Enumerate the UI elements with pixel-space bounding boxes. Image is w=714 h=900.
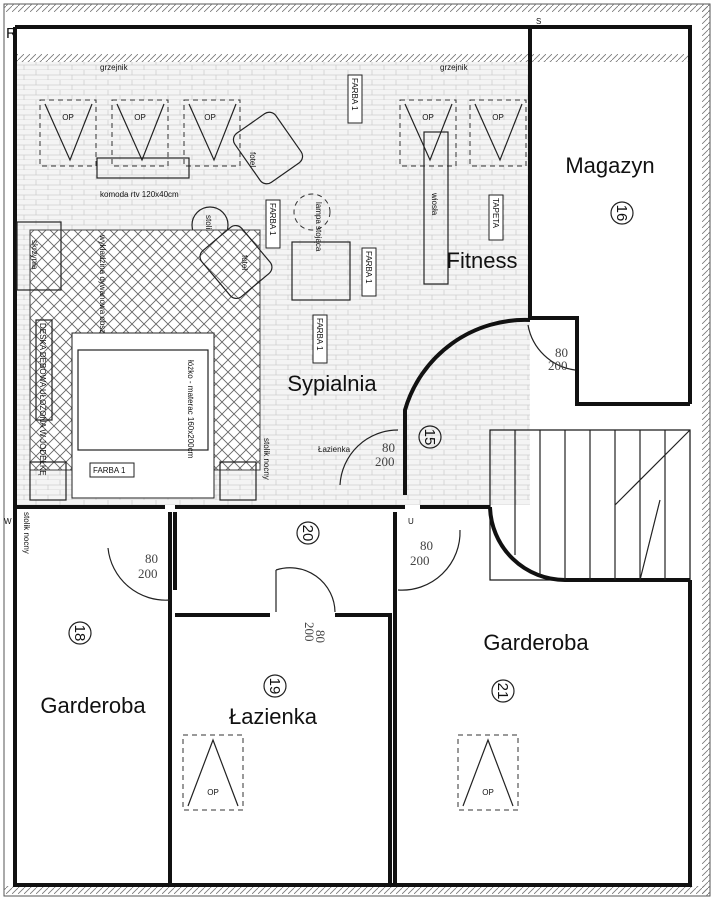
plan-label: stolik xyxy=(204,215,213,234)
window-7: OP xyxy=(457,734,519,811)
plan-label: lampa stojąca xyxy=(314,202,323,252)
plan-label: wiosła xyxy=(430,192,439,216)
room-number-15: 15 xyxy=(421,429,438,446)
window-5: OP xyxy=(469,99,527,167)
floor-lamp xyxy=(293,193,331,231)
plan-label: OP xyxy=(62,113,74,122)
plan-label: 200 xyxy=(548,358,568,373)
window-2: OP xyxy=(111,99,169,167)
tv-unit-label: komoda rtv 120x40cm xyxy=(100,190,179,199)
magazyn-walls xyxy=(528,27,690,406)
radiator-label-2: grzejnik xyxy=(440,63,469,72)
room-number-21: 21 xyxy=(494,683,511,700)
axis-s: S xyxy=(536,17,541,26)
room-name-lazienka: Łazienka xyxy=(229,704,318,729)
plan-label: 80 xyxy=(382,440,395,455)
plan-label: 200 xyxy=(302,622,317,642)
plan-label: 80 xyxy=(420,538,433,553)
stair-curved-wall xyxy=(488,506,690,582)
tv-unit xyxy=(96,157,190,179)
plan-label: 80 xyxy=(145,551,158,566)
roof-hatch-top xyxy=(4,4,710,12)
radiator-label-1: grzejnik xyxy=(100,63,129,72)
plan-label: fotel xyxy=(248,152,257,167)
staircase xyxy=(489,429,691,581)
plan-label: 80 xyxy=(555,345,568,360)
room-walls xyxy=(168,512,397,885)
plan-label: TAPETA xyxy=(491,198,500,229)
roof-hatch-bottom xyxy=(4,886,710,894)
roof-hatch-right xyxy=(702,4,710,896)
room-name-sypialnia: Sypialnia xyxy=(287,371,377,396)
room-name-garderoba-21: Garderoba xyxy=(483,630,589,655)
axis-r: R xyxy=(6,25,17,42)
hall-curved-wall xyxy=(403,317,531,495)
plan-label: OP xyxy=(422,113,434,122)
plan-label: 80 xyxy=(313,630,328,643)
room-name-fitness: Fitness xyxy=(447,248,518,273)
plan-label: FARBA 1 xyxy=(364,251,373,284)
plan-label: FARBA 1 xyxy=(350,78,359,111)
room-number-16: 16 xyxy=(613,205,630,222)
knee-wall-hatch xyxy=(17,54,530,62)
plan-label: wykładzina dywanowa obszyta xyxy=(98,234,107,344)
plan-label: stolik nocny xyxy=(22,512,31,554)
plan-label: FARBA 1 xyxy=(268,203,277,236)
room-number-19: 19 xyxy=(266,678,283,695)
wallpaper-tag xyxy=(488,194,504,241)
window-6: OP xyxy=(182,734,244,811)
plan-label: OP xyxy=(207,788,219,797)
plan-label: 200 xyxy=(375,454,395,469)
paint-tag-2 xyxy=(361,247,377,297)
armchair-1 xyxy=(232,111,304,185)
exterior-walls xyxy=(13,25,692,887)
plan-label: skrzynia xyxy=(30,240,39,270)
room-number-18: 18 xyxy=(71,625,88,642)
plan-label: fotel xyxy=(240,255,249,270)
room-name-magazyn: Magazyn xyxy=(565,153,654,178)
bathroom-tag: Łazienka xyxy=(318,445,351,454)
plan-label: FARBA 1 xyxy=(315,318,324,351)
paint-tag-1 xyxy=(265,199,281,249)
room-number-20: 20 xyxy=(299,525,316,542)
plan-label: stolik nocny xyxy=(262,438,271,480)
window-1: OP xyxy=(39,99,97,167)
column xyxy=(291,241,351,301)
paint-tag-4 xyxy=(347,74,363,124)
plan-label: łóżko - materac 160x200cm xyxy=(186,360,195,459)
paint-tag-3 xyxy=(312,314,328,364)
paint-tag-bed xyxy=(89,462,135,478)
oak-floor-tag xyxy=(35,319,53,421)
window-4: OP xyxy=(399,99,457,167)
plan-label: 200 xyxy=(410,553,430,568)
armchair-2 xyxy=(199,224,273,300)
rowing-machine xyxy=(423,131,449,285)
plan-label: FARBA 1 xyxy=(93,466,126,475)
room-name-garderoba-18: Garderoba xyxy=(40,693,146,718)
nightstand-2 xyxy=(219,461,257,501)
plan-label: 200 xyxy=(138,566,158,581)
plan-label: OP xyxy=(482,788,494,797)
plan-label: OP xyxy=(204,113,216,122)
nightstand-1 xyxy=(29,461,67,501)
roof-windows: OP OP OP OP OP OP OP xyxy=(39,99,527,811)
axis-u: U xyxy=(408,517,414,526)
plan-label: OP xyxy=(492,113,504,122)
window-3: OP xyxy=(183,99,241,167)
chest xyxy=(16,221,62,291)
plan-label: OP xyxy=(134,113,146,122)
axis-w: W xyxy=(4,517,12,526)
plan-label: DESKA DĘBOWA UŁOŻONA W JODEŁKĘ xyxy=(38,323,47,476)
